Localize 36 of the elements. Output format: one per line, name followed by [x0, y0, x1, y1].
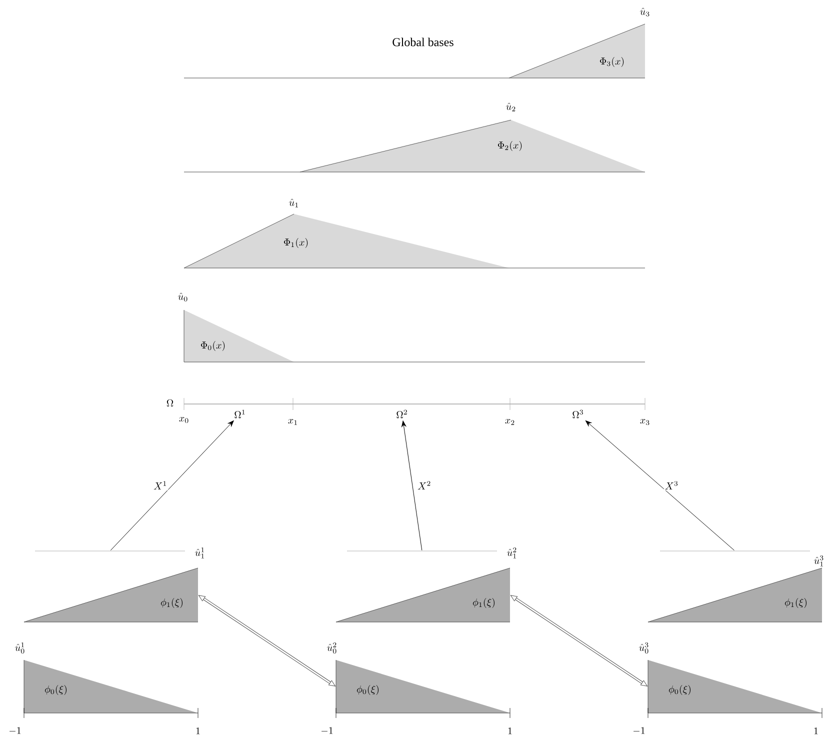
- subdomain-label: $\Omega^2$: [396, 410, 407, 418]
- element-line: [34, 550, 186, 552]
- arrow: [110, 420, 234, 551]
- subdomain-label: $\Omega^1$: [234, 410, 245, 418]
- node-value-label: $\hat{u}_0^2$: [327, 642, 336, 654]
- node-value-label: $\hat{u}_0^1$: [15, 642, 24, 654]
- axis-label: $1$: [196, 728, 200, 734]
- axis-label: $1$: [814, 728, 818, 734]
- title: Global bases: [392, 38, 454, 46]
- node-value-label: $\hat{u}_3$: [640, 8, 650, 16]
- axis-label: $x_1$: [288, 418, 297, 425]
- arrow: [510, 595, 648, 686]
- axis-label: $x_2$: [505, 418, 514, 425]
- arrow: [402, 420, 422, 551]
- edge-label: $X^3$: [665, 481, 678, 490]
- axis-label: $x_3$: [640, 418, 650, 426]
- axis-label: $-1$: [321, 727, 333, 734]
- axis-label: $\Omega$: [166, 399, 174, 406]
- node-value-label: $\hat{u}_1^1$: [195, 548, 204, 558]
- element-line: [660, 550, 810, 552]
- node-value-label: $\hat{u}_1^2$: [507, 548, 516, 558]
- node-value-label: $\hat{u}_0^3$: [639, 642, 648, 654]
- element-line: [346, 550, 498, 552]
- node-value-label: $\hat{u}_0$: [178, 292, 188, 302]
- edge-label: $X^2$: [418, 481, 430, 490]
- edge-label: $X^1$: [154, 481, 166, 490]
- node-value-label: $\hat{u}_2$: [506, 102, 516, 112]
- axis-label: $x_0$: [179, 416, 188, 424]
- axis-label: $1$: [508, 728, 512, 734]
- arrow: [585, 420, 734, 551]
- arrow: [198, 595, 336, 686]
- node-value-label: $\hat{u}_1^3$: [814, 556, 824, 566]
- axis-label: $-1$: [9, 727, 21, 734]
- node-value-label: $\hat{u}_1$: [289, 198, 298, 208]
- axis-label: $-1$: [633, 727, 645, 734]
- subdomain-label: $\Omega^3$: [572, 410, 583, 418]
